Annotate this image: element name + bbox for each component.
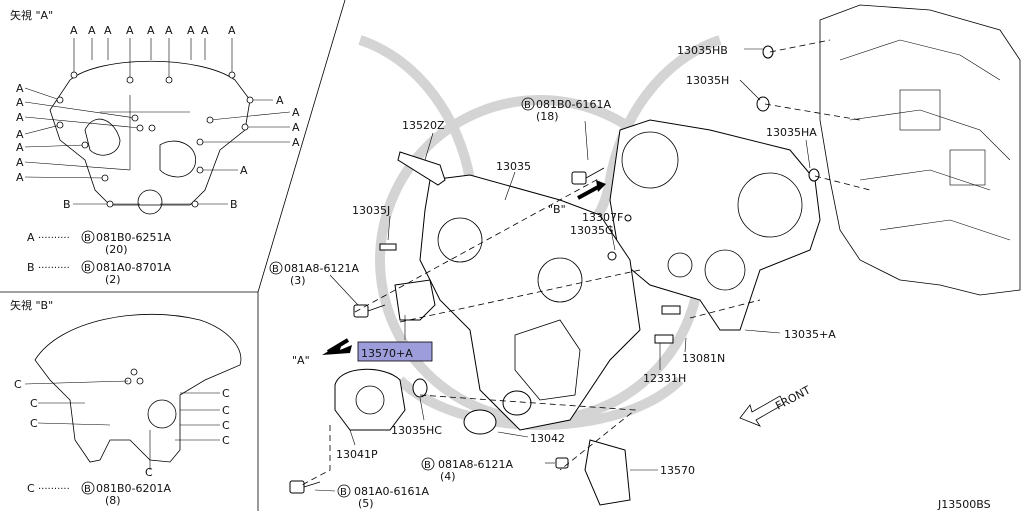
svg-text:B: B <box>84 233 91 244</box>
assembly-lines <box>299 39 871 487</box>
label-081a8-6121a-1-qty: (3) <box>290 274 306 287</box>
view-panels-frame <box>0 0 346 511</box>
svg-text:B: B <box>27 261 35 274</box>
svg-text:A: A <box>27 231 35 244</box>
label-13035h[interactable]: 13035H <box>686 74 729 87</box>
svg-text:C: C <box>145 466 153 479</box>
view-b-title: 矢視 "B" <box>10 298 53 312</box>
svg-text:081A0-8701A: 081A0-8701A <box>96 261 171 274</box>
svg-text:C: C <box>14 378 22 391</box>
label-13035j[interactable]: 13035J <box>352 204 390 217</box>
label-13081n[interactable]: 13081N <box>682 352 725 365</box>
svg-text:A: A <box>16 111 24 124</box>
label-13035-a[interactable]: 13035+A <box>784 328 836 341</box>
svg-text:A: A <box>16 96 24 109</box>
svg-text:A: A <box>16 128 24 141</box>
svg-text:(2): (2) <box>105 273 121 286</box>
label-081a0-6161a[interactable]: 081A0-6161A <box>354 485 429 498</box>
water-pump <box>334 368 406 431</box>
diagram-code: J13500BS <box>937 498 991 511</box>
svg-text:B: B <box>63 198 71 211</box>
svg-text:(8): (8) <box>105 494 121 507</box>
svg-text:A: A <box>276 94 284 107</box>
svg-text:C: C <box>222 419 230 432</box>
svg-text:A: A <box>292 121 300 134</box>
svg-text:A: A <box>147 24 155 37</box>
svg-text:A: A <box>104 24 112 37</box>
svg-text:B: B <box>272 264 279 275</box>
svg-text:A: A <box>292 106 300 119</box>
label-13570[interactable]: 13570 <box>660 464 695 477</box>
label-081b0-6161a-qty: (18) <box>536 110 559 123</box>
label-13042[interactable]: 13042 <box>530 432 565 445</box>
label-13307f[interactable]: 13307F <box>582 211 623 224</box>
svg-text:··········: ·········· <box>38 233 70 244</box>
view-b-arrow-icon <box>577 180 606 200</box>
gaskets <box>394 45 820 506</box>
svg-text:B: B <box>524 100 531 111</box>
svg-text:A: A <box>240 164 248 177</box>
svg-text:A: A <box>16 171 24 184</box>
view-a-title: 矢視 "A" <box>10 8 53 22</box>
svg-text:A: A <box>16 82 24 95</box>
label-081a8-6121a-2[interactable]: 081A8-6121A <box>438 458 513 471</box>
label-13520z[interactable]: 13520Z <box>402 119 445 132</box>
label-13035g[interactable]: 13035G <box>570 224 614 237</box>
svg-text:C: C <box>222 387 230 400</box>
label-081a8-6121a-1[interactable]: 081A8-6121A <box>284 262 359 275</box>
svg-text:C: C <box>27 482 35 495</box>
svg-text:A: A <box>165 24 173 37</box>
front-timing-cover <box>419 174 641 435</box>
svg-text:(20): (20) <box>105 243 128 256</box>
svg-text:··········: ·········· <box>38 484 70 495</box>
svg-text:C: C <box>222 434 230 447</box>
svg-text:A: A <box>88 24 96 37</box>
svg-text:B: B <box>340 487 347 498</box>
view-a-arrow-label: "A" <box>292 354 310 367</box>
svg-text:C: C <box>30 397 38 410</box>
svg-text:B: B <box>424 460 431 471</box>
view-b-arrow-label: "B" <box>548 203 566 216</box>
svg-text:B: B <box>84 263 91 274</box>
label-13570-a[interactable]: 13570+A <box>361 347 413 360</box>
view-a-arrow-icon <box>322 338 352 355</box>
svg-text:A: A <box>70 24 78 37</box>
svg-text:A: A <box>187 24 195 37</box>
svg-text:··········: ·········· <box>38 263 70 274</box>
highlight-13570-a[interactable] <box>357 341 433 362</box>
label-081a8-6121a-2-qty: (4) <box>440 470 456 483</box>
svg-text:C: C <box>30 417 38 430</box>
label-13035[interactable]: 13035 <box>496 160 531 173</box>
leader-lines <box>314 48 811 492</box>
label-13035ha[interactable]: 13035HA <box>766 126 817 139</box>
svg-text:B: B <box>230 198 238 211</box>
svg-text:B: B <box>84 484 91 495</box>
view-a-diagram: 矢視 "A" A A A A A A A A A A A A A A A A A… <box>10 8 300 286</box>
label-081b0-6161a[interactable]: 081B0-6161A <box>536 98 612 111</box>
front-arrow-icon <box>739 395 785 427</box>
label-13041p[interactable]: 13041P <box>336 448 378 461</box>
rear-timing-cover <box>609 119 821 331</box>
engine-block-drawing <box>819 4 1021 296</box>
svg-text:A: A <box>292 136 300 149</box>
svg-text:081B0-6201A: 081B0-6201A <box>96 482 172 495</box>
view-b-diagram: 矢視 "B" C C C C C C C C C ·········· B 08… <box>10 298 242 507</box>
bolts-and-pins <box>289 151 681 494</box>
svg-text:A: A <box>126 24 134 37</box>
front-label: FRONT <box>773 383 813 412</box>
label-081a0-6161a-qty: (5) <box>358 497 374 510</box>
svg-text:A: A <box>228 24 236 37</box>
svg-text:A: A <box>16 141 24 154</box>
svg-text:C: C <box>222 404 230 417</box>
label-12331h[interactable]: 12331H <box>643 372 686 385</box>
label-13035hb[interactable]: 13035HB <box>677 44 728 57</box>
svg-text:A: A <box>201 24 209 37</box>
svg-text:A: A <box>16 156 24 169</box>
label-13035hc[interactable]: 13035HC <box>391 424 442 437</box>
svg-text:081B0-6251A: 081B0-6251A <box>96 231 172 244</box>
